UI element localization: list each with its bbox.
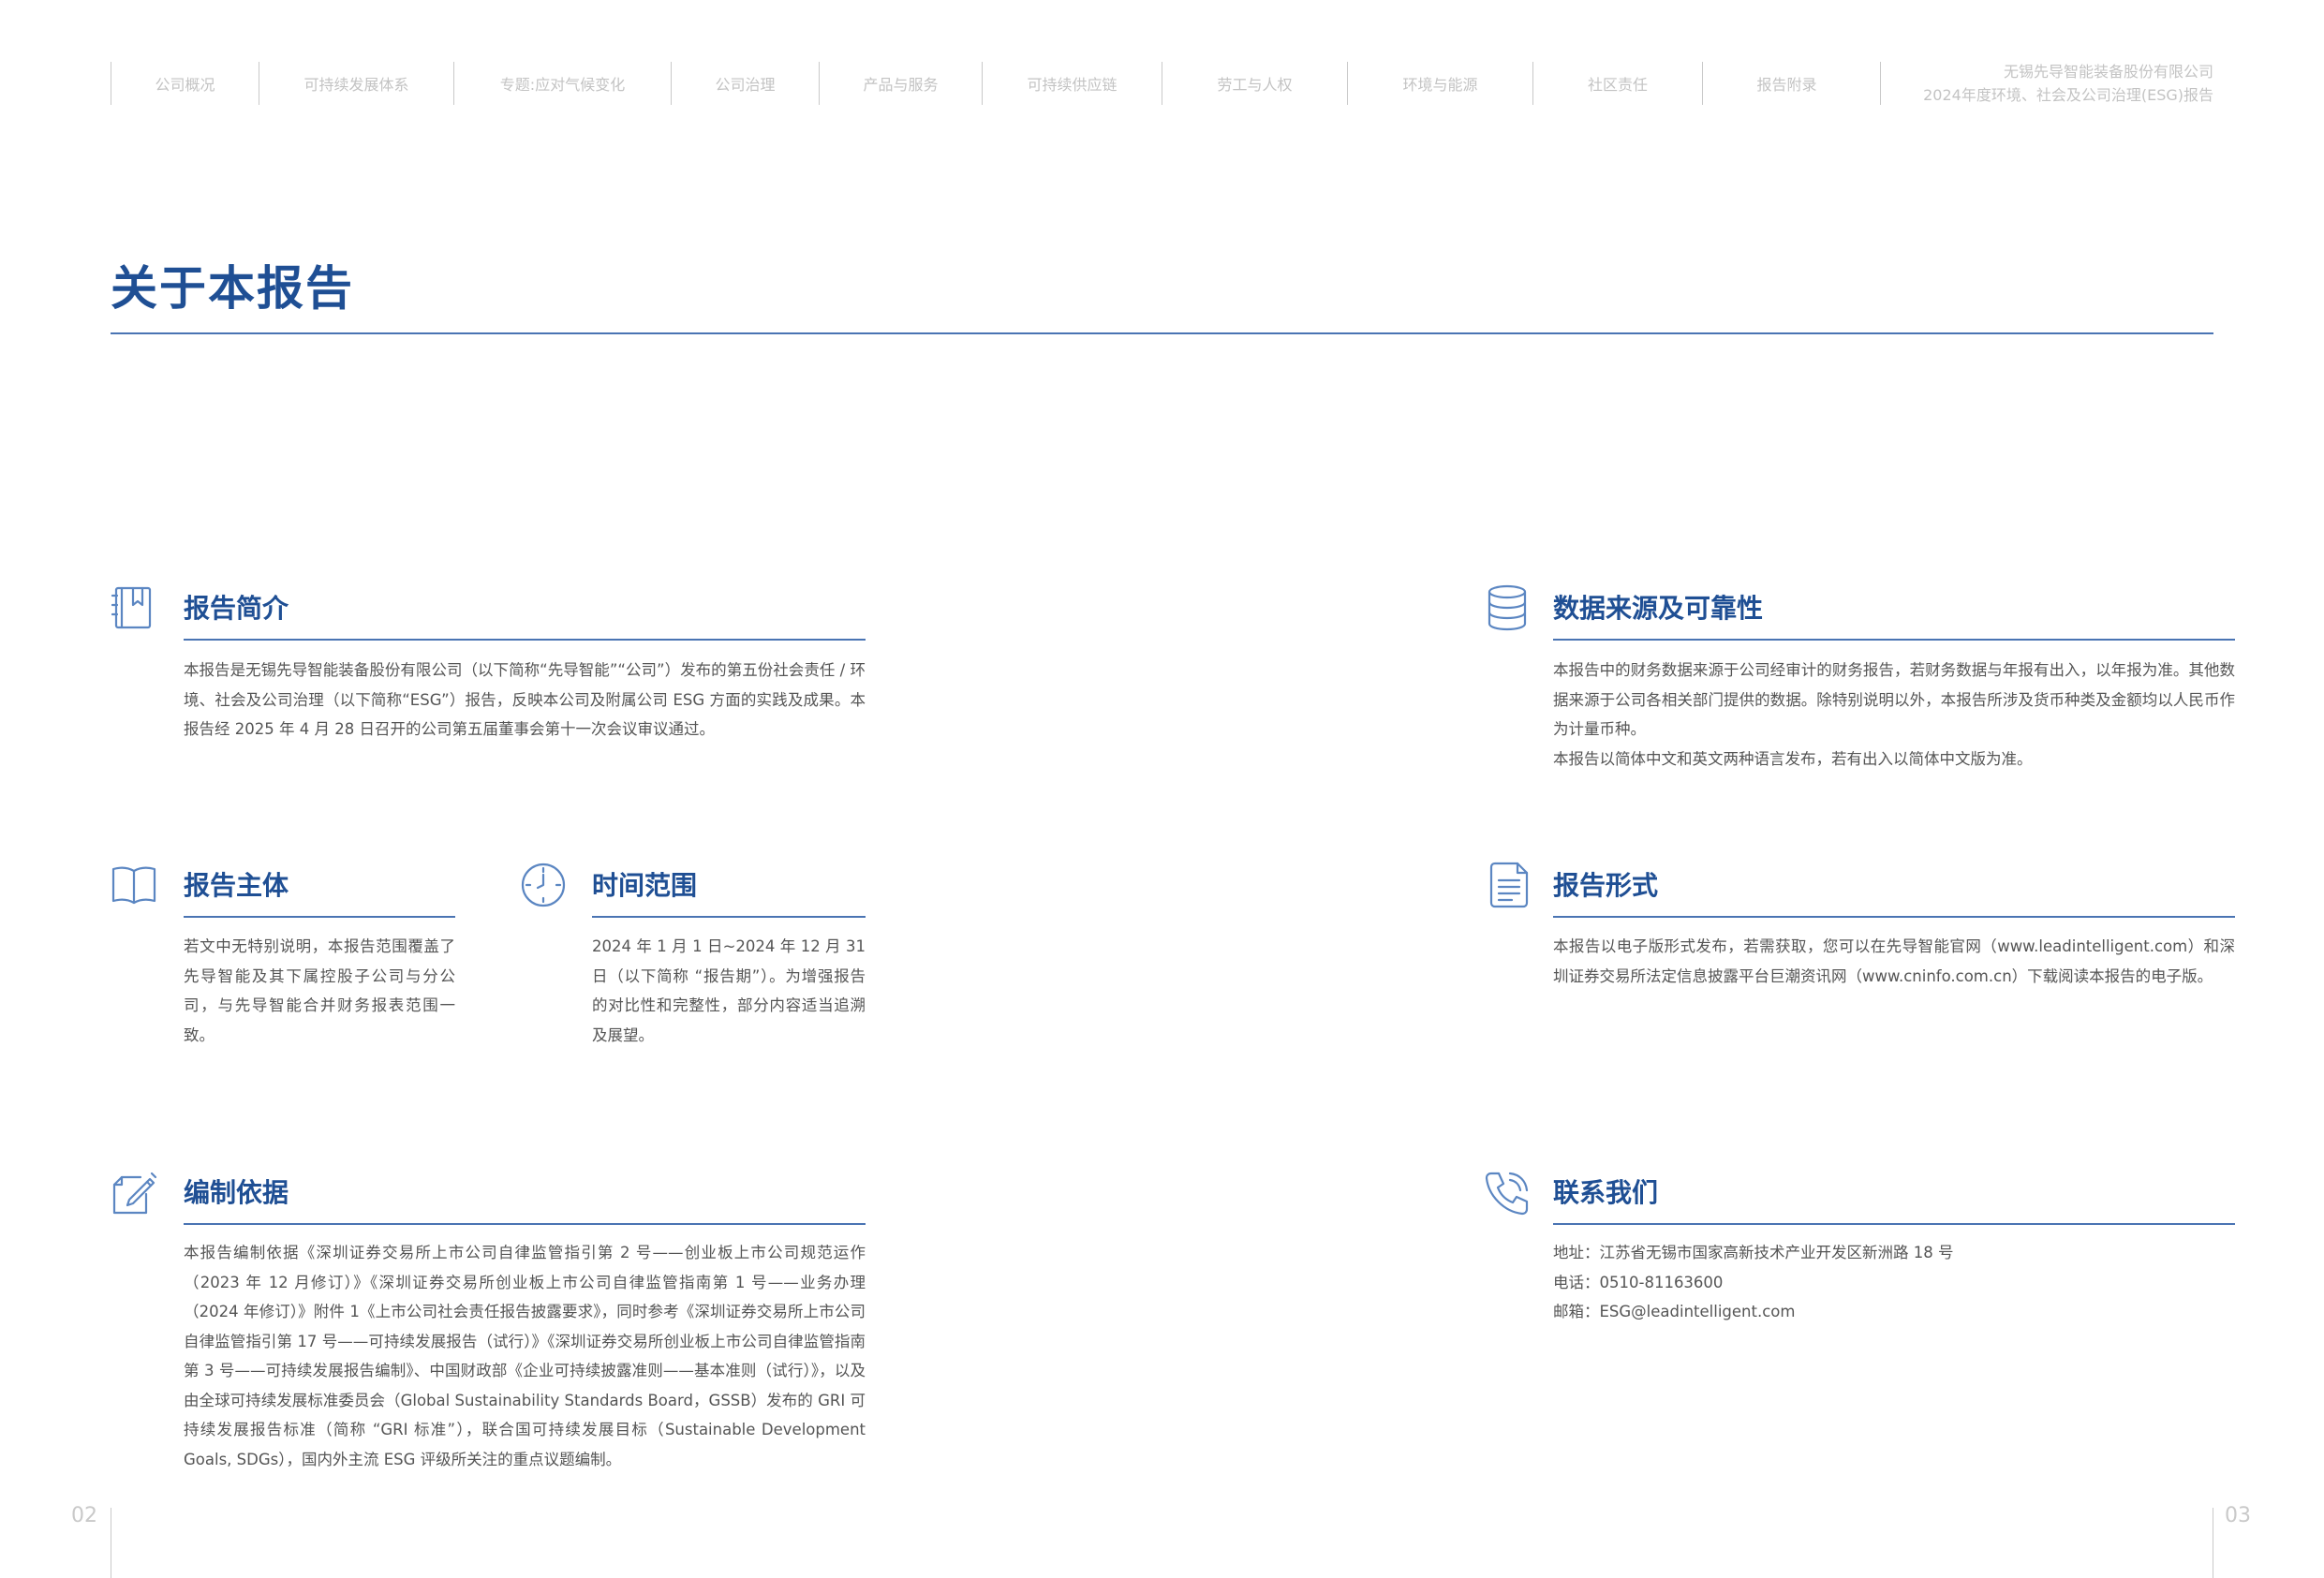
data-paragraph: 本报告中的财务数据来源于公司经审计的财务报告，若财务数据与年报有出入，以年报为准…	[1553, 661, 2235, 738]
title-divider	[111, 332, 2213, 334]
contact-email[interactable]: 邮箱：ESG@leadintelligent.com	[1553, 1303, 1796, 1320]
nav-item[interactable]: 环境与能源	[1347, 62, 1532, 105]
section-heading: 报告简介	[184, 593, 289, 624]
clock-icon	[518, 860, 569, 910]
nav-item[interactable]: 产品与服务	[819, 62, 982, 105]
section-divider	[1553, 916, 2235, 918]
section-text: 本报告编制依据《深圳证券交易所上市公司自律监管指引第 2 号——创业板上市公司规…	[184, 1238, 866, 1474]
section-text: 本报告以电子版形式发布，若需获取，您可以在先导智能官网（www.leadinte…	[1553, 932, 2235, 991]
nav-item[interactable]: 劳工与人权	[1162, 62, 1347, 105]
section-text: 本报告中的财务数据来源于公司经审计的财务报告，若财务数据与年报有出入，以年报为准…	[1553, 656, 2235, 774]
database-icon	[1482, 583, 1532, 633]
nav-item[interactable]: 公司治理	[671, 62, 819, 105]
section-text: 本报告是无锡先导智能装备股份有限公司（以下简称“先导智能”“公司”）发布的第五份…	[184, 656, 866, 745]
section-divider	[184, 639, 866, 641]
nav-item[interactable]: 可持续供应链	[982, 62, 1162, 105]
period-paragraph: 2024 年 1 月 1 日~2024 年 12 月 31 日（以下简称 “报告…	[592, 937, 866, 1044]
section-heading: 联系我们	[1553, 1177, 1659, 1208]
section-divider	[184, 916, 455, 918]
open-book-icon	[109, 860, 159, 910]
nav-divider	[1880, 62, 1881, 105]
section-text: 若文中无特别说明，本报告范围覆盖了先导智能及其下属控股子公司与分公司，与先导智能…	[184, 932, 455, 1050]
company-name: 无锡先导智能装备股份有限公司	[2003, 63, 2213, 81]
nav-item[interactable]: 报告附录	[1702, 62, 1871, 105]
basis-paragraph: 本报告编制依据《深圳证券交易所上市公司自律监管指引第 2 号——创业板上市公司规…	[184, 1244, 866, 1468]
section-heading: 编制依据	[184, 1177, 289, 1208]
report-name: 2024年度环境、社会及公司治理(ESG)报告	[1923, 86, 2213, 104]
nav-item[interactable]: 专题:应对气候变化	[453, 62, 671, 105]
section-heading: 时间范围	[592, 870, 698, 901]
section-text: 地址：江苏省无锡市国家高新技术产业开发区新洲路 18 号 电话：0510-811…	[1553, 1238, 2235, 1327]
nav-item[interactable]: 可持续发展体系	[259, 62, 453, 105]
section-divider	[1553, 1223, 2235, 1225]
book-bookmark-icon	[109, 583, 159, 633]
edit-document-icon	[109, 1168, 159, 1218]
top-nav: 公司概况可持续发展体系专题:应对气候变化公司治理产品与服务可持续供应链劳工与人权…	[111, 62, 1871, 105]
phone-icon	[1482, 1168, 1532, 1218]
section-divider	[592, 916, 866, 918]
contact-address: 地址：江苏省无锡市国家高新技术产业开发区新洲路 18 号	[1553, 1244, 1954, 1261]
section-divider	[1553, 639, 2235, 641]
section-heading: 报告形式	[1553, 870, 1659, 901]
nav-item[interactable]: 公司概况	[111, 62, 259, 105]
contact-phone: 电话：0510-81163600	[1553, 1273, 1724, 1291]
format-paragraph: 本报告以电子版形式发布，若需获取，您可以在先导智能官网（www.leadinte…	[1553, 937, 2235, 985]
document-header: 无锡先导智能装备股份有限公司 2024年度环境、社会及公司治理(ESG)报告	[1923, 60, 2213, 107]
page-number-right: 03	[2225, 1504, 2251, 1527]
entity-paragraph: 若文中无特别说明，本报告范围覆盖了先导智能及其下属控股子公司与分公司，与先导智能…	[184, 937, 455, 1044]
document-list-icon	[1484, 860, 1534, 910]
section-text: 2024 年 1 月 1 日~2024 年 12 月 31 日（以下简称 “报告…	[592, 932, 866, 1050]
language-paragraph: 本报告以简体中文和英文两种语言发布，若有出入以简体中文版为准。	[1553, 749, 2033, 768]
page-number-left: 02	[71, 1504, 97, 1527]
section-heading: 报告主体	[184, 870, 289, 901]
intro-paragraph: 本报告是无锡先导智能装备股份有限公司（以下简称“先导智能”“公司”）发布的第五份…	[184, 661, 866, 738]
page-title: 关于本报告	[111, 261, 354, 316]
section-heading: 数据来源及可靠性	[1553, 593, 1764, 624]
section-divider	[184, 1223, 866, 1225]
nav-item[interactable]: 社区责任	[1532, 62, 1702, 105]
